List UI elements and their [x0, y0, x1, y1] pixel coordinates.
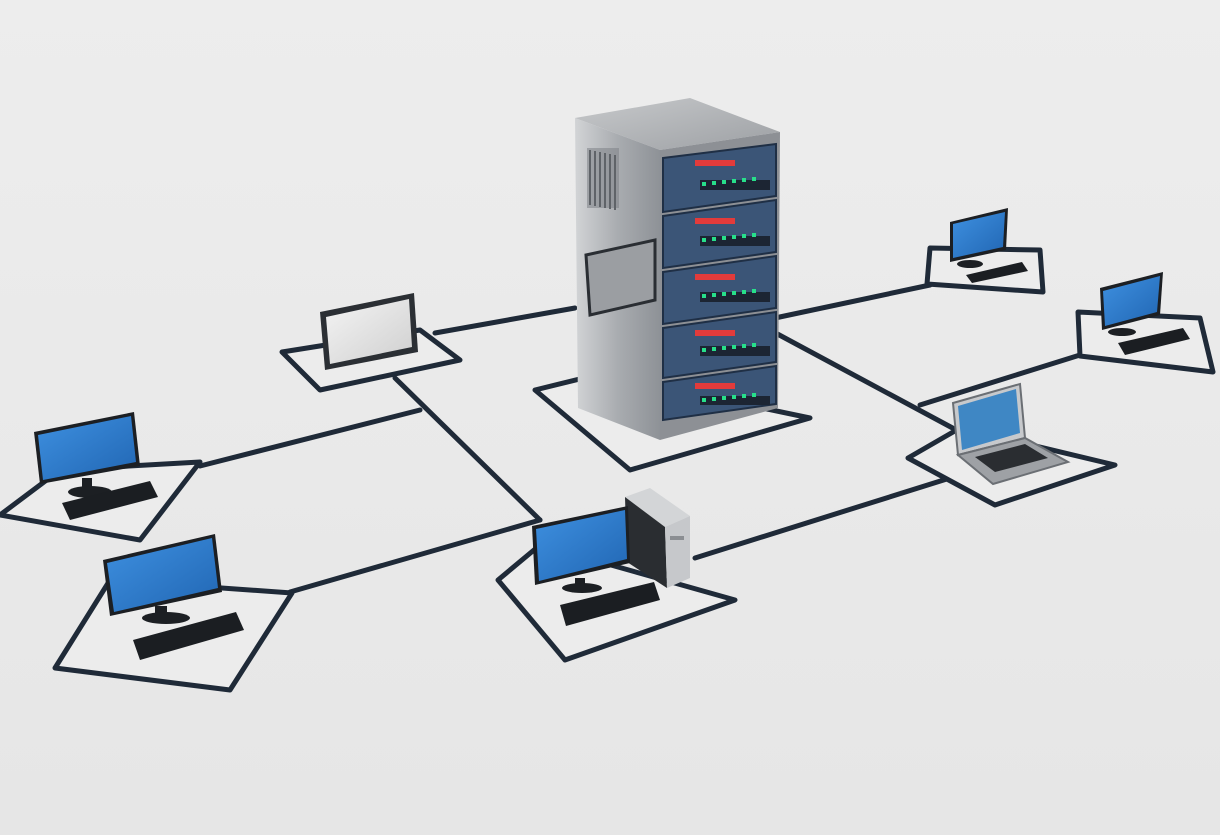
keyboard-icon — [62, 481, 158, 520]
keyboard-icon — [560, 582, 660, 626]
monitor-icon — [1100, 272, 1163, 336]
tablet-icon — [320, 293, 418, 370]
keyboard-icon — [133, 612, 244, 660]
laptop-icon — [951, 382, 1071, 486]
monitor-icon — [950, 208, 1008, 268]
monitor-icon — [34, 412, 140, 498]
keyboard-icon — [966, 262, 1028, 283]
network-lines — [197, 282, 1083, 595]
desktop-tower-icon — [625, 488, 690, 588]
server-rack-icon — [575, 98, 780, 440]
server-rack-units — [662, 142, 777, 422]
monitor-icon — [532, 506, 630, 593]
monitor-icon — [103, 534, 222, 624]
keyboard-icon — [1118, 328, 1190, 355]
